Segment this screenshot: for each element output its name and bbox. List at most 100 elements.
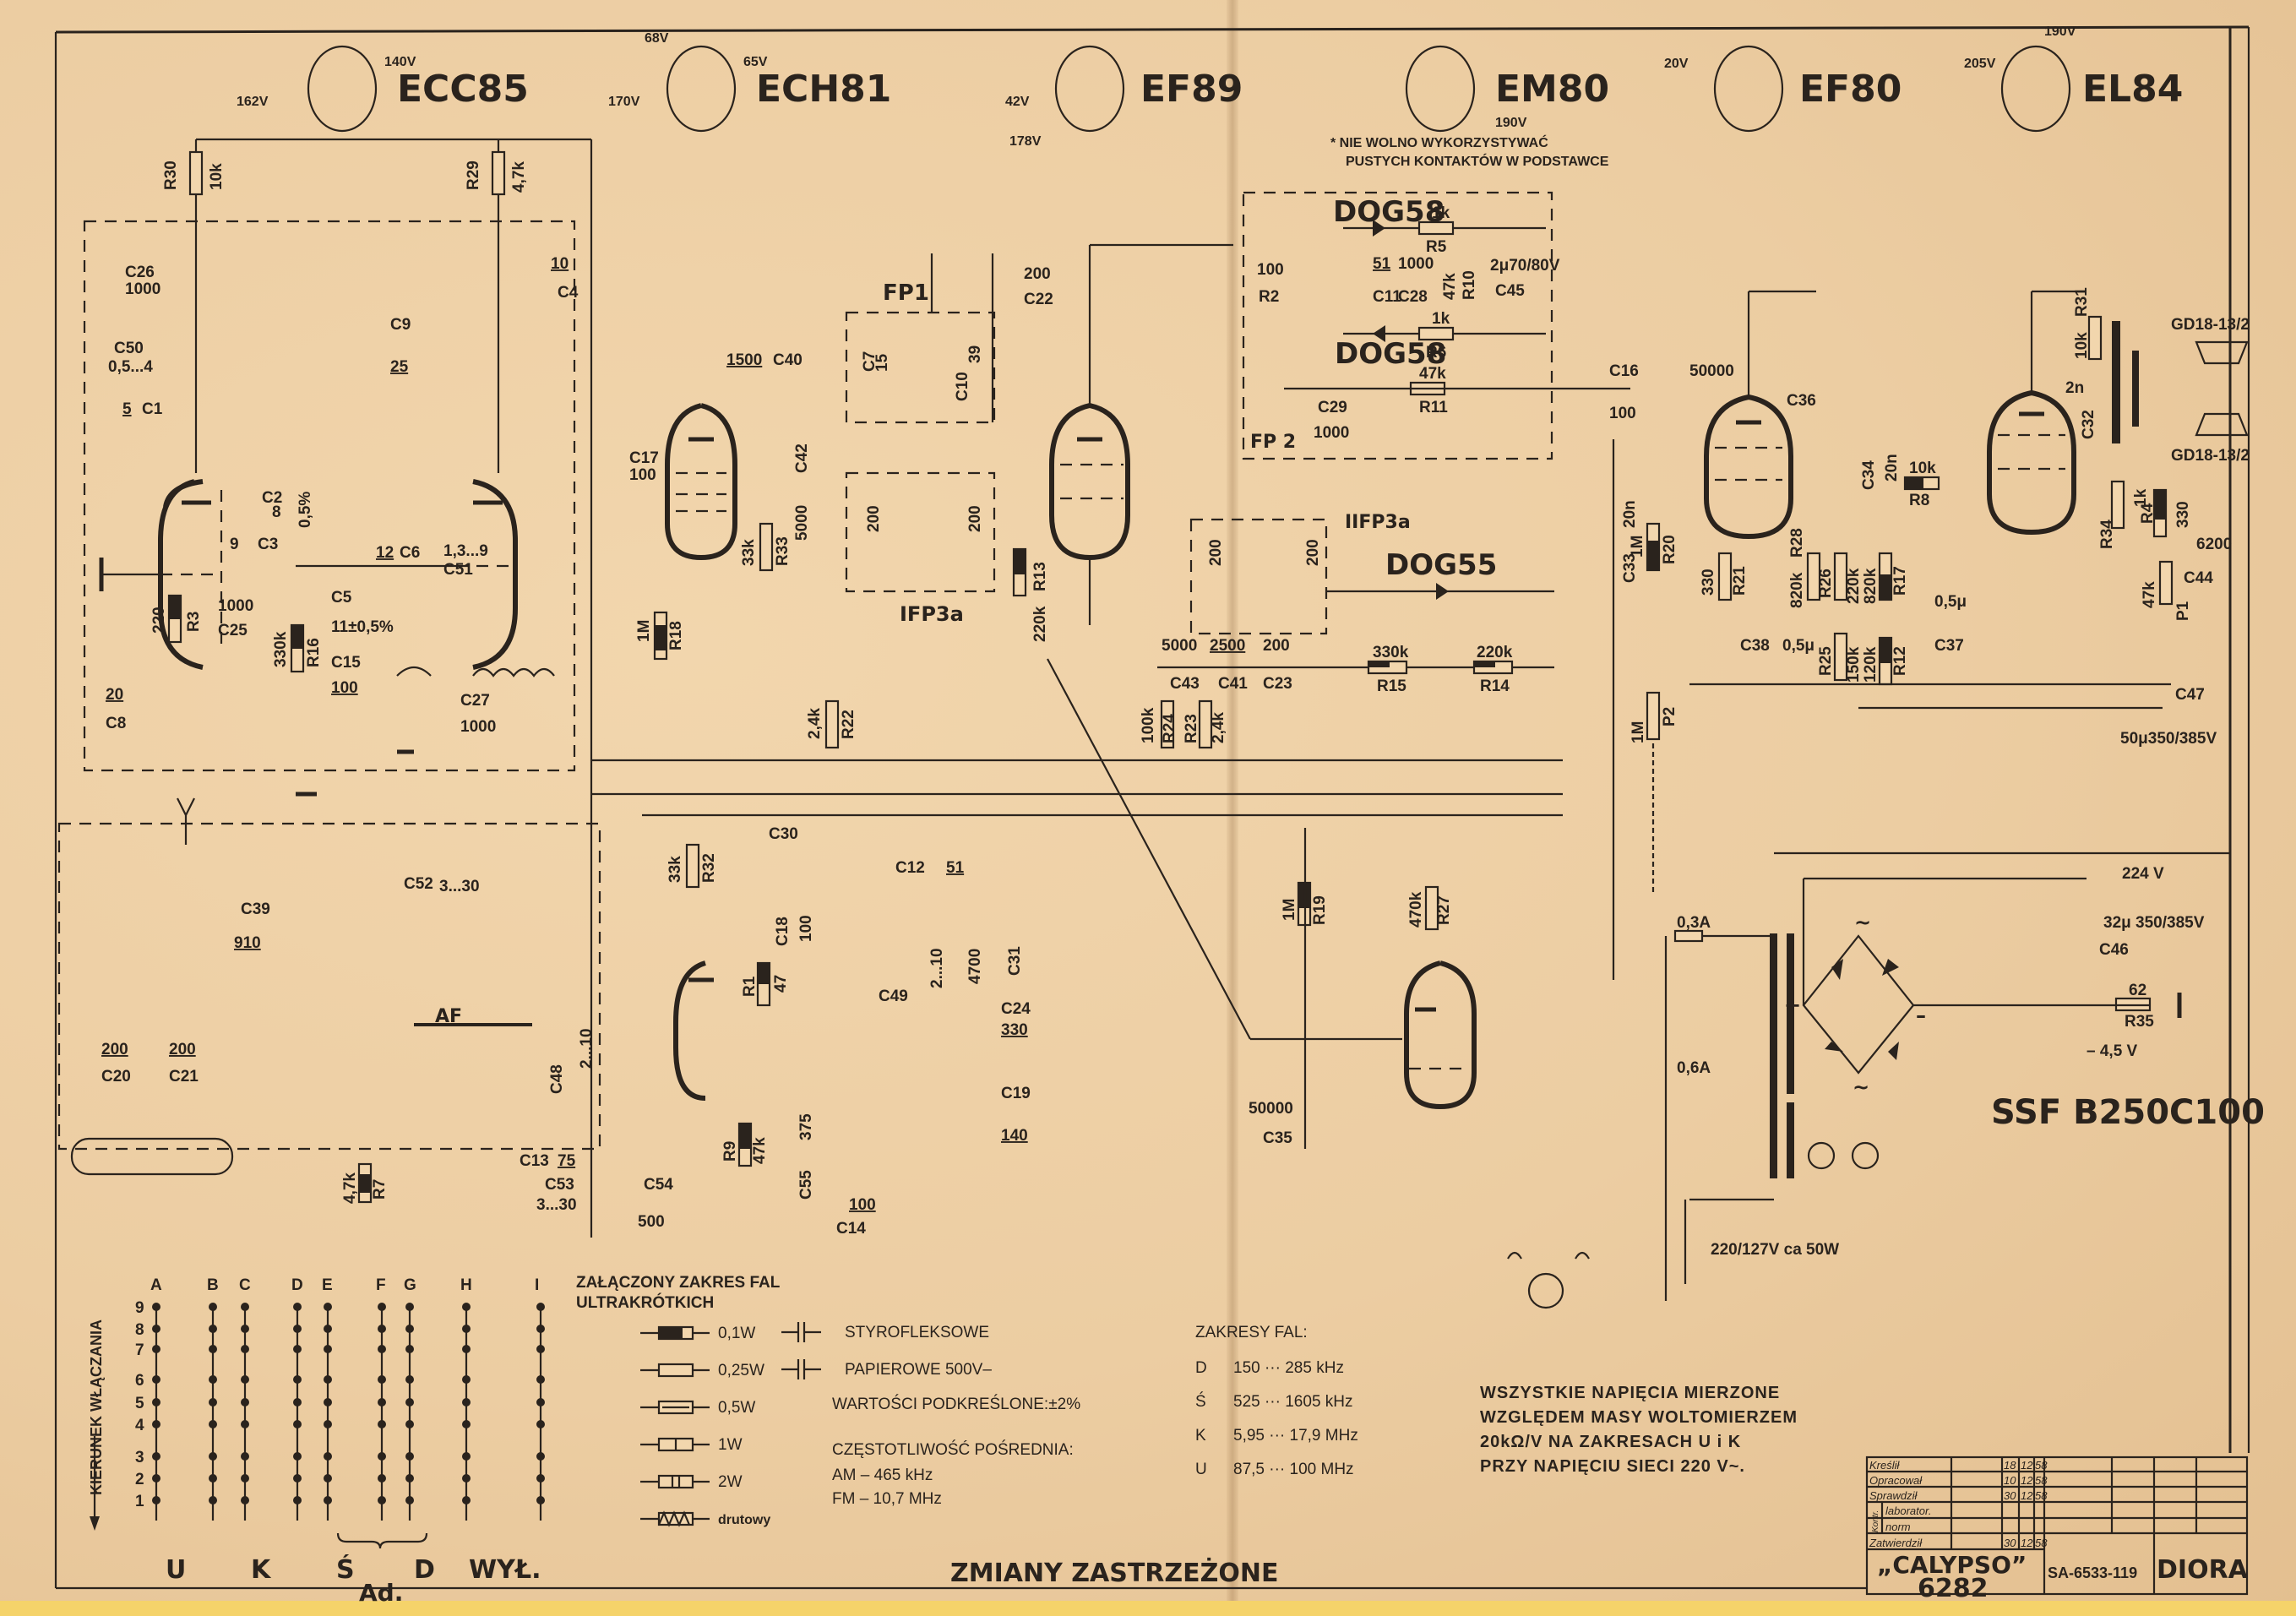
switch-contact	[378, 1345, 386, 1353]
switch-direction-label: KIERUNEK WŁĄCZANIA	[88, 1319, 105, 1495]
switch-contact	[536, 1398, 545, 1407]
svg-text:12: 12	[2021, 1489, 2033, 1502]
switch-contact	[152, 1375, 161, 1384]
svg-text:U: U	[1195, 1461, 1207, 1478]
svg-text:C51: C51	[443, 561, 473, 579]
band-label: U	[166, 1555, 186, 1585]
svg-text:R26: R26	[1817, 569, 1835, 598]
switch-position-label: 2	[135, 1471, 144, 1488]
svg-text:+: +	[1784, 993, 1801, 1017]
switch-section-label: D	[291, 1276, 303, 1294]
voltage-label: 178V	[1009, 134, 1042, 149]
svg-text:330k: 330k	[272, 631, 290, 667]
svg-text:39: 39	[966, 346, 984, 363]
svg-text:C52: C52	[404, 875, 433, 893]
if-title: CZĘSTOTLIWOŚĆ POŚREDNIA:	[832, 1440, 1074, 1459]
switch-contact	[405, 1398, 414, 1407]
power-supply: 224 V 32μ 350/385V C46 62 R35 – 4,5 V 0,…	[1664, 865, 2265, 1301]
fm-note: ULTRAKRÓTKICH	[576, 1293, 714, 1312]
tube-socket-el84: EL84 190V 205V	[1964, 24, 2183, 133]
svg-text:norm: norm	[1885, 1521, 1911, 1533]
paper-fold	[1227, 0, 1238, 1616]
svg-text:4,7k: 4,7k	[510, 161, 528, 193]
svg-text:0,5μ: 0,5μ	[1934, 593, 1967, 611]
svg-text:62: 62	[2129, 982, 2146, 999]
svg-text:1k: 1k	[1432, 204, 1450, 222]
svg-text:C18: C18	[774, 917, 792, 946]
svg-text:3...30: 3...30	[439, 878, 480, 895]
svg-text:30: 30	[2004, 1489, 2016, 1502]
svg-text:5,95 ··· 17,9 MHz: 5,95 ··· 17,9 MHz	[1233, 1427, 1358, 1445]
switch-contact	[378, 1496, 386, 1504]
switch-contact	[152, 1474, 161, 1483]
footer-note: ZMIANY ZASTRZEŻONE	[950, 1558, 1279, 1588]
svg-text:100: 100	[331, 679, 358, 697]
svg-text:200: 200	[966, 505, 984, 532]
svg-text:15: 15	[873, 353, 891, 372]
svg-text:200: 200	[1263, 637, 1290, 655]
svg-text:0,5...4: 0,5...4	[108, 358, 153, 376]
svg-text:R27: R27	[1435, 895, 1453, 925]
voltage-label: 140V	[384, 55, 416, 69]
svg-text:820k: 820k	[1862, 568, 1880, 604]
fuse-rating: 0,6A	[1677, 1059, 1711, 1077]
svg-text:87,5 ··· 100 MHz: 87,5 ··· 100 MHz	[1233, 1461, 1354, 1478]
svg-text:R34: R34	[2098, 520, 2116, 549]
svg-text:20kΩ/V NA ZAKRESACH U i K: 20kΩ/V NA ZAKRESACH U i K	[1480, 1433, 1741, 1451]
svg-text:R6: R6	[1426, 344, 1446, 362]
svg-text:1,3...9: 1,3...9	[443, 542, 488, 560]
svg-text:2μ70/80V: 2μ70/80V	[1490, 257, 1560, 275]
svg-text:Zatwierdził: Zatwierdził	[1869, 1537, 1923, 1549]
switch-contact	[324, 1398, 332, 1407]
module-fp2: FP 2	[1250, 432, 1296, 453]
title-block-rows: Kreślił 18 12 58 Opracował 10 12 58 Spra…	[1869, 1459, 2048, 1549]
legend-resistor-025w: 0,25W	[640, 1362, 764, 1379]
bias-voltage: – 4,5 V	[2087, 1042, 2138, 1060]
svg-text:25: 25	[390, 358, 409, 376]
band-label: D	[414, 1555, 435, 1585]
svg-text:200: 200	[1304, 539, 1322, 566]
svg-text:100: 100	[849, 1196, 876, 1214]
title-block-grid	[1865, 1455, 2249, 1596]
svg-text:C37: C37	[1934, 637, 1964, 655]
svg-text:C39: C39	[241, 900, 270, 918]
switch-contact	[536, 1345, 545, 1353]
svg-text:20: 20	[106, 686, 123, 704]
svg-text:C54: C54	[644, 1176, 673, 1194]
drawing-number: SA-6533-119	[2048, 1564, 2137, 1581]
svg-text:R28: R28	[1788, 528, 1806, 558]
svg-text:51: 51	[946, 859, 965, 877]
if-fm: FM – 10,7 MHz	[832, 1490, 942, 1508]
svg-text:Ś: Ś	[1195, 1392, 1206, 1411]
switch-contact	[324, 1303, 332, 1311]
legend-resistor-2w: 2W	[640, 1473, 743, 1491]
module-dog58-b: DOG58	[1335, 337, 1446, 371]
svg-text:R18: R18	[667, 621, 685, 650]
svg-text:C55: C55	[797, 1170, 815, 1200]
svg-text:PUSTYCH KONTAKTÓW W PODSTAWCE: PUSTYCH KONTAKTÓW W PODSTAWCE	[1346, 153, 1609, 169]
svg-text:R3: R3	[185, 612, 203, 632]
svg-text:R13: R13	[1031, 562, 1049, 591]
svg-text:R35: R35	[2125, 1013, 2154, 1031]
svg-text:C36: C36	[1787, 392, 1816, 410]
svg-text:R15: R15	[1377, 677, 1406, 695]
switch-contact	[152, 1452, 161, 1461]
svg-text:120k: 120k	[1862, 646, 1880, 683]
voltage-label: 190V	[2044, 24, 2076, 39]
switch-contact	[324, 1474, 332, 1483]
switch-section-label: A	[150, 1276, 162, 1294]
svg-text:4700: 4700	[966, 949, 984, 984]
tube-name-el84: EL84	[2082, 68, 2183, 111]
switch-contact	[462, 1345, 471, 1353]
legend-cap-styroflex: STYROFLEKSOWE	[781, 1322, 989, 1342]
svg-text:R1: R1	[741, 976, 759, 997]
svg-text:50μ350/385V: 50μ350/385V	[2120, 730, 2217, 748]
svg-text:C25: C25	[218, 622, 248, 639]
switch-contact	[241, 1375, 249, 1384]
legend-cap-paper: PAPIEROWE 500V–	[781, 1359, 992, 1379]
switch-contact	[462, 1474, 471, 1483]
switch-section-label: G	[404, 1276, 416, 1294]
svg-text:33k: 33k	[740, 539, 758, 566]
